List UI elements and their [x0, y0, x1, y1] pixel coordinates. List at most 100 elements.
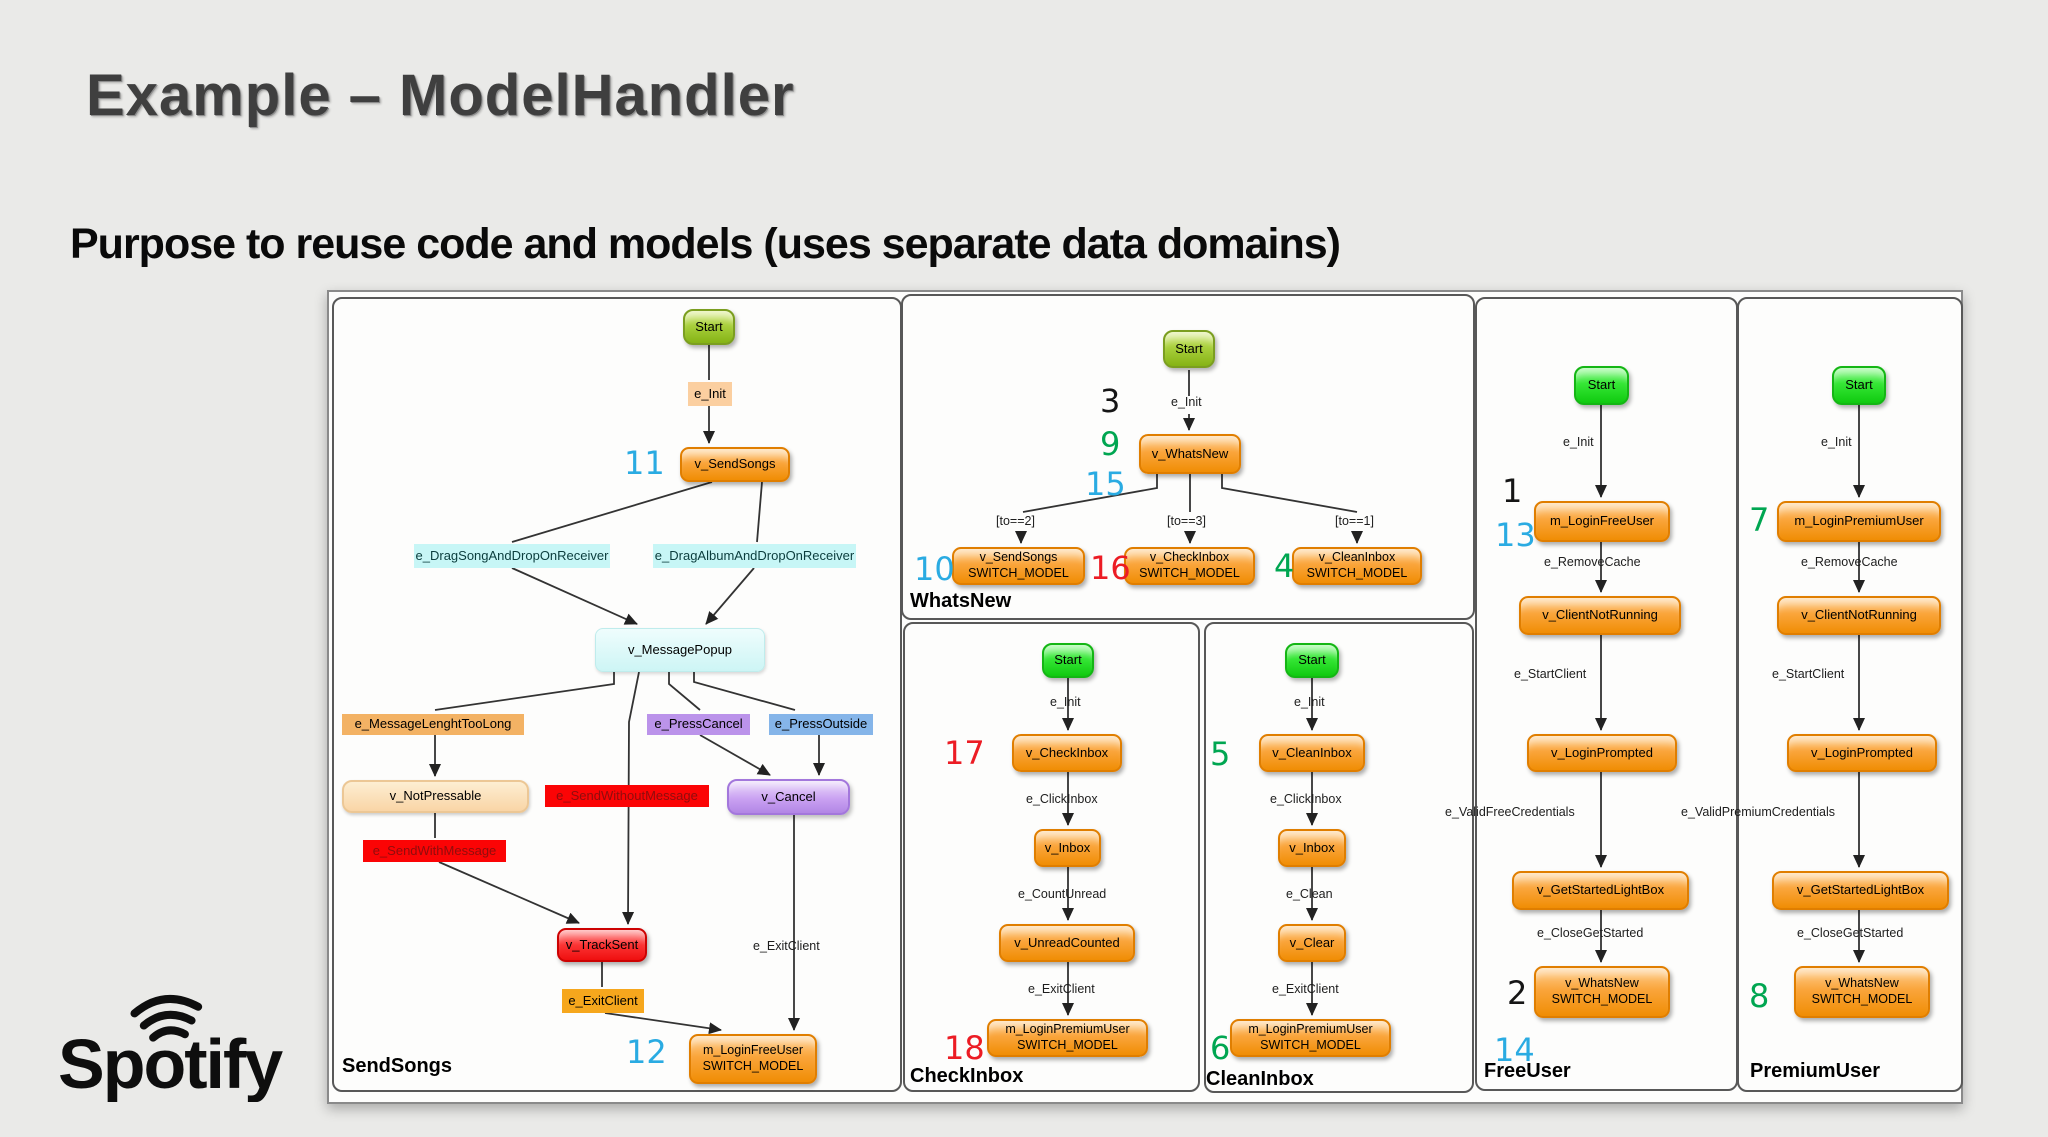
node-v-cleaninbox: v_CleanInbox	[1259, 734, 1365, 772]
step-number-3: 3	[1100, 382, 1121, 420]
node-e-messagelenghttoolong: e_MessageLenghtTooLong	[342, 714, 524, 735]
node-v-cancel: v_Cancel	[727, 779, 850, 815]
node-e-exitclient: e_ExitClient	[562, 989, 644, 1013]
edge-label-e-removecache: e_RemoveCache	[1801, 555, 1898, 569]
panel-label-sendsongs: SendSongs	[342, 1055, 453, 1077]
node-v-unreadcounted: v_UnreadCounted	[999, 924, 1135, 962]
node-v-whatsnew: v_WhatsNew SWITCH_MODEL	[1534, 966, 1670, 1018]
node-start: Start	[1042, 643, 1094, 678]
node-v-notpressable: v_NotPressable	[342, 780, 529, 813]
edge-label-e-validfreecredentials: e_ValidFreeCredentials	[1445, 805, 1575, 819]
edge-label-e-closegetstarted: e_CloseGetStarted	[1537, 926, 1644, 940]
edge-label-e-exitclient: e_ExitClient	[753, 939, 820, 953]
edge-label-e-init: e_Init	[1294, 695, 1325, 709]
edge-label-to-1: [to==1]	[1335, 514, 1374, 528]
step-number-9: 9	[1100, 425, 1121, 463]
step-number-8: 8	[1749, 977, 1770, 1015]
panel-sendsongs	[332, 297, 902, 1092]
panel-checkinbox	[903, 622, 1200, 1092]
node-v-messagepopup: v_MessagePopup	[595, 628, 765, 672]
edge-label-e-clickinbox: e_ClickInbox	[1026, 792, 1098, 806]
edge-label-e-exitclient: e_ExitClient	[1272, 982, 1339, 996]
edge-label-e-clean: e_Clean	[1286, 887, 1333, 901]
edge-label-e-removecache: e_RemoveCache	[1544, 555, 1641, 569]
node-e-init: e_Init	[688, 382, 732, 406]
spotify-sound-waves-icon	[130, 994, 203, 1042]
node-m-loginfreeuser: m_LoginFreeUser SWITCH_MODEL	[689, 1034, 817, 1084]
node-v-inbox: v_Inbox	[1278, 829, 1346, 867]
panel-label-checkinbox: CheckInbox	[910, 1065, 1024, 1087]
node-e-presscancel: e_PressCancel	[647, 714, 750, 735]
step-number-5: 5	[1210, 735, 1231, 773]
edge-label-to-2: [to==2]	[996, 514, 1035, 528]
node-start: Start	[683, 309, 735, 345]
node-v-tracksent: v_TrackSent	[557, 928, 647, 962]
node-v-sendsongs: v_SendSongs SWITCH_MODEL	[952, 547, 1085, 585]
node-e-pressoutside: e_PressOutside	[769, 714, 873, 735]
node-start: Start	[1163, 330, 1215, 368]
step-number-11: 11	[624, 444, 665, 482]
step-number-16: 16	[1090, 549, 1131, 587]
node-start: Start	[1574, 366, 1629, 405]
edge-label-e-countunread: e_CountUnread	[1018, 887, 1107, 901]
node-v-whatsnew: v_WhatsNew	[1139, 434, 1241, 474]
node-v-loginprompted: v_LoginPrompted	[1787, 734, 1937, 772]
edge-label-e-init: e_Init	[1821, 435, 1852, 449]
edge-label-e-startclient: e_StartClient	[1772, 667, 1845, 681]
node-v-loginprompted: v_LoginPrompted	[1527, 734, 1677, 772]
step-number-13: 13	[1495, 516, 1536, 554]
panel-premiumuser	[1737, 297, 1963, 1092]
node-e-dragsonganddroponreceiver: e_DragSongAndDropOnReceiver	[414, 544, 610, 568]
step-number-1: 1	[1502, 472, 1523, 510]
node-v-clear: v_Clear	[1278, 924, 1346, 962]
node-m-loginfreeuser: m_LoginFreeUser	[1534, 501, 1670, 542]
panel-whatsnew	[901, 294, 1475, 620]
node-m-loginpremiumuser: m_LoginPremiumUser	[1777, 501, 1941, 542]
edge-label-to-3: [to==3]	[1167, 514, 1206, 528]
edge-label-e-exitclient: e_ExitClient	[1028, 982, 1095, 996]
edge-label-e-init: e_Init	[1563, 435, 1594, 449]
step-number-10: 10	[914, 550, 955, 588]
diagram-edges	[429, 345, 1865, 1035]
node-e-sendwithmessage: e_SendWithMessage	[363, 840, 506, 862]
step-number-14: 14	[1494, 1031, 1535, 1069]
step-number-18: 18	[944, 1029, 985, 1067]
node-start: Start	[1832, 366, 1886, 405]
panel-cleaninbox	[1204, 622, 1474, 1093]
panel-label-cleaninbox: CleanInbox	[1206, 1068, 1314, 1090]
node-v-checkinbox: v_CheckInbox	[1012, 734, 1122, 772]
node-v-clientnotrunning: v_ClientNotRunning	[1777, 596, 1941, 635]
node-m-loginpremiumuser: m_LoginPremiumUser SWITCH_MODEL	[987, 1019, 1148, 1057]
step-number-6: 6	[1210, 1029, 1231, 1067]
spotify-wordmark: Spotify	[58, 1025, 283, 1102]
slide-title: Example – ModelHandler	[86, 63, 795, 128]
step-number-2: 2	[1507, 974, 1528, 1012]
node-v-clientnotrunning: v_ClientNotRunning	[1519, 596, 1681, 635]
edge-label-e-validpremiumcredentials: e_ValidPremiumCredentials	[1681, 805, 1836, 819]
edge-label-e-init: e_Init	[1171, 395, 1202, 409]
step-number-12: 12	[626, 1033, 667, 1071]
slide-subtitle: Purpose to reuse code and models (uses s…	[70, 220, 1341, 268]
node-v-getstartedlightbox: v_GetStartedLightBox	[1772, 871, 1949, 910]
node-v-inbox: v_Inbox	[1034, 829, 1101, 867]
panel-label-freeuser: FreeUser	[1484, 1060, 1571, 1082]
step-number-15: 15	[1085, 465, 1126, 503]
node-v-getstartedlightbox: v_GetStartedLightBox	[1512, 871, 1689, 910]
spotify-logo: Spotify	[52, 982, 308, 1107]
node-start: Start	[1285, 643, 1339, 678]
node-e-sendwithoutmessage: e_SendWithoutMessage	[545, 785, 709, 807]
node-m-loginpremiumuser: m_LoginPremiumUser SWITCH_MODEL	[1230, 1019, 1391, 1057]
node-v-checkinbox: v_CheckInbox SWITCH_MODEL	[1124, 547, 1255, 585]
panel-label-whatsnew: WhatsNew	[910, 590, 1012, 612]
step-number-17: 17	[944, 734, 985, 772]
node-v-cleaninbox: v_CleanInbox SWITCH_MODEL	[1292, 547, 1422, 585]
panel-label-premiumuser: PremiumUser	[1750, 1060, 1881, 1082]
step-number-4: 4	[1274, 547, 1295, 585]
edge-label-e-clickinbox: e_ClickInbox	[1270, 792, 1342, 806]
node-e-dragalbumanddroponreceiver: e_DragAlbumAndDropOnReceiver	[653, 544, 856, 568]
node-v-sendsongs: v_SendSongs	[680, 447, 790, 482]
edge-label-e-startclient: e_StartClient	[1514, 667, 1587, 681]
edge-label-e-closegetstarted: e_CloseGetStarted	[1797, 926, 1904, 940]
edge-label-e-init: e_Init	[1050, 695, 1081, 709]
